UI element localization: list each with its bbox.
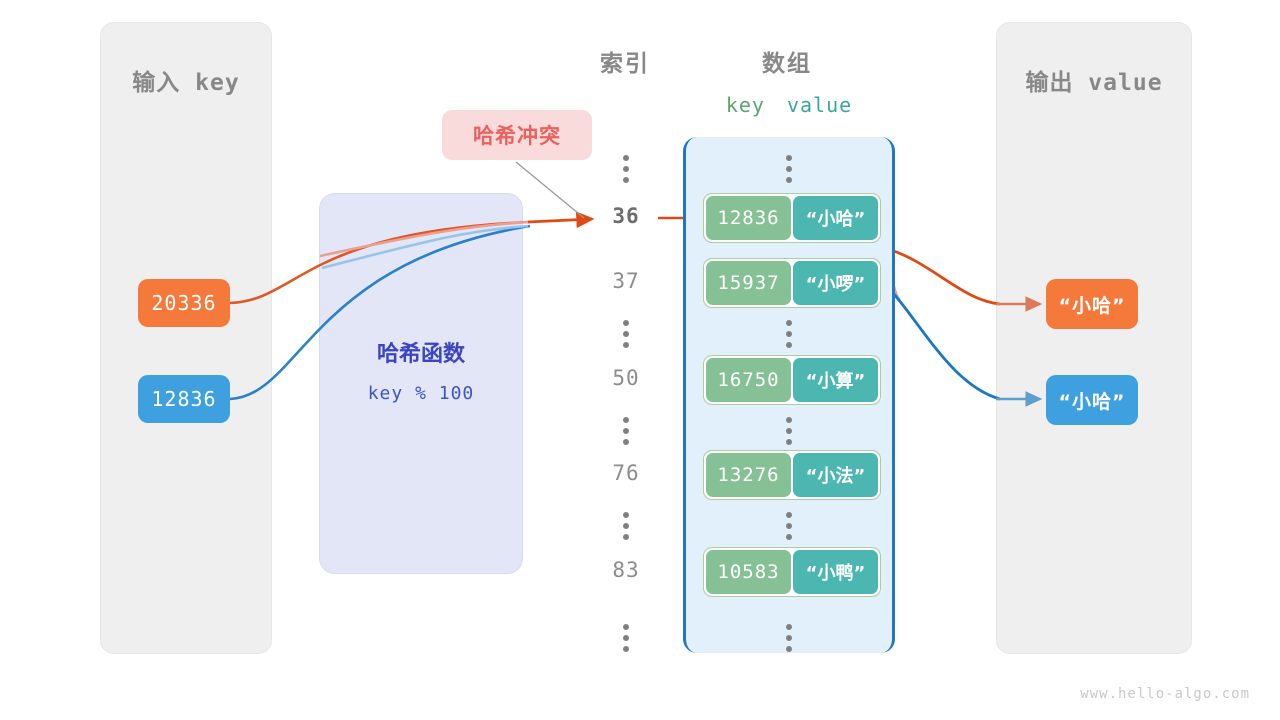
array-container: 12836“小哈”15937“小啰”16750“小算”13276“小法”1058… [683, 137, 895, 653]
input-key-1-label: 12836 [151, 387, 217, 411]
collision-badge-label: 哈希冲突 [473, 124, 561, 148]
array-row-value: “小算” [793, 358, 878, 402]
array-column-header: 数组 [762, 51, 812, 77]
index-label-76: 76 [612, 461, 640, 485]
output-value-1-label: “小哈” [1058, 390, 1126, 413]
array-row: 15937“小啰” [703, 258, 881, 308]
index-column: 36 37 50 76 83 [576, 137, 676, 653]
array-row-value: “小法” [793, 453, 878, 497]
value-header-label: value [786, 93, 853, 117]
array-row-key: 12836 [706, 196, 791, 240]
array-row-value: “小哈” [793, 196, 878, 240]
hash-function-box: 哈希函数 key % 100 [319, 193, 523, 574]
watermark: www.hello-algo.com [1080, 686, 1250, 702]
index-ellipsis [621, 624, 631, 652]
index-column-header: 索引 [600, 51, 650, 77]
key-header-label: key [725, 93, 765, 117]
array-row-value: “小啰” [793, 261, 878, 305]
array-row: 12836“小哈” [703, 193, 881, 243]
array-ellipsis [784, 512, 794, 540]
hash-function-title: 哈希函数 [376, 342, 465, 367]
array-ellipsis [784, 155, 794, 183]
array-row-key: 10583 [706, 550, 791, 594]
input-key-1: 12836 [138, 375, 230, 423]
index-ellipsis [621, 155, 631, 183]
input-key-0: 20336 [138, 279, 230, 327]
collision-badge: 哈希冲突 [442, 110, 592, 160]
array-ellipsis [784, 417, 794, 445]
input-key-0-label: 20336 [151, 291, 217, 315]
array-row: 10583“小鸭” [703, 547, 881, 597]
array-ellipsis [784, 624, 794, 652]
array-row-value: “小鸭” [793, 550, 878, 594]
index-ellipsis [621, 417, 631, 445]
index-ellipsis [621, 320, 631, 348]
array-row: 13276“小法” [703, 450, 881, 500]
output-panel-title: 输出 value [1025, 70, 1163, 96]
index-label-36: 36 [612, 204, 640, 228]
array-ellipsis [784, 320, 794, 348]
input-panel: 输入 key [100, 22, 272, 654]
array-row: 16750“小算” [703, 355, 881, 405]
index-ellipsis [621, 512, 631, 540]
index-label-37: 37 [612, 269, 640, 293]
output-value-0: “小哈” [1046, 279, 1138, 329]
key-value-header: key value [683, 93, 895, 117]
array-row-key: 15937 [706, 261, 791, 305]
index-label-83: 83 [612, 558, 640, 582]
input-panel-title: 输入 key [132, 70, 240, 96]
array-row-key: 16750 [706, 358, 791, 402]
hash-function-formula: key % 100 [367, 383, 475, 404]
output-value-1: “小哈” [1046, 375, 1138, 425]
index-label-50: 50 [612, 366, 640, 390]
output-panel: 输出 value [996, 22, 1192, 654]
array-row-key: 13276 [706, 453, 791, 497]
output-value-0-label: “小哈” [1058, 294, 1126, 317]
